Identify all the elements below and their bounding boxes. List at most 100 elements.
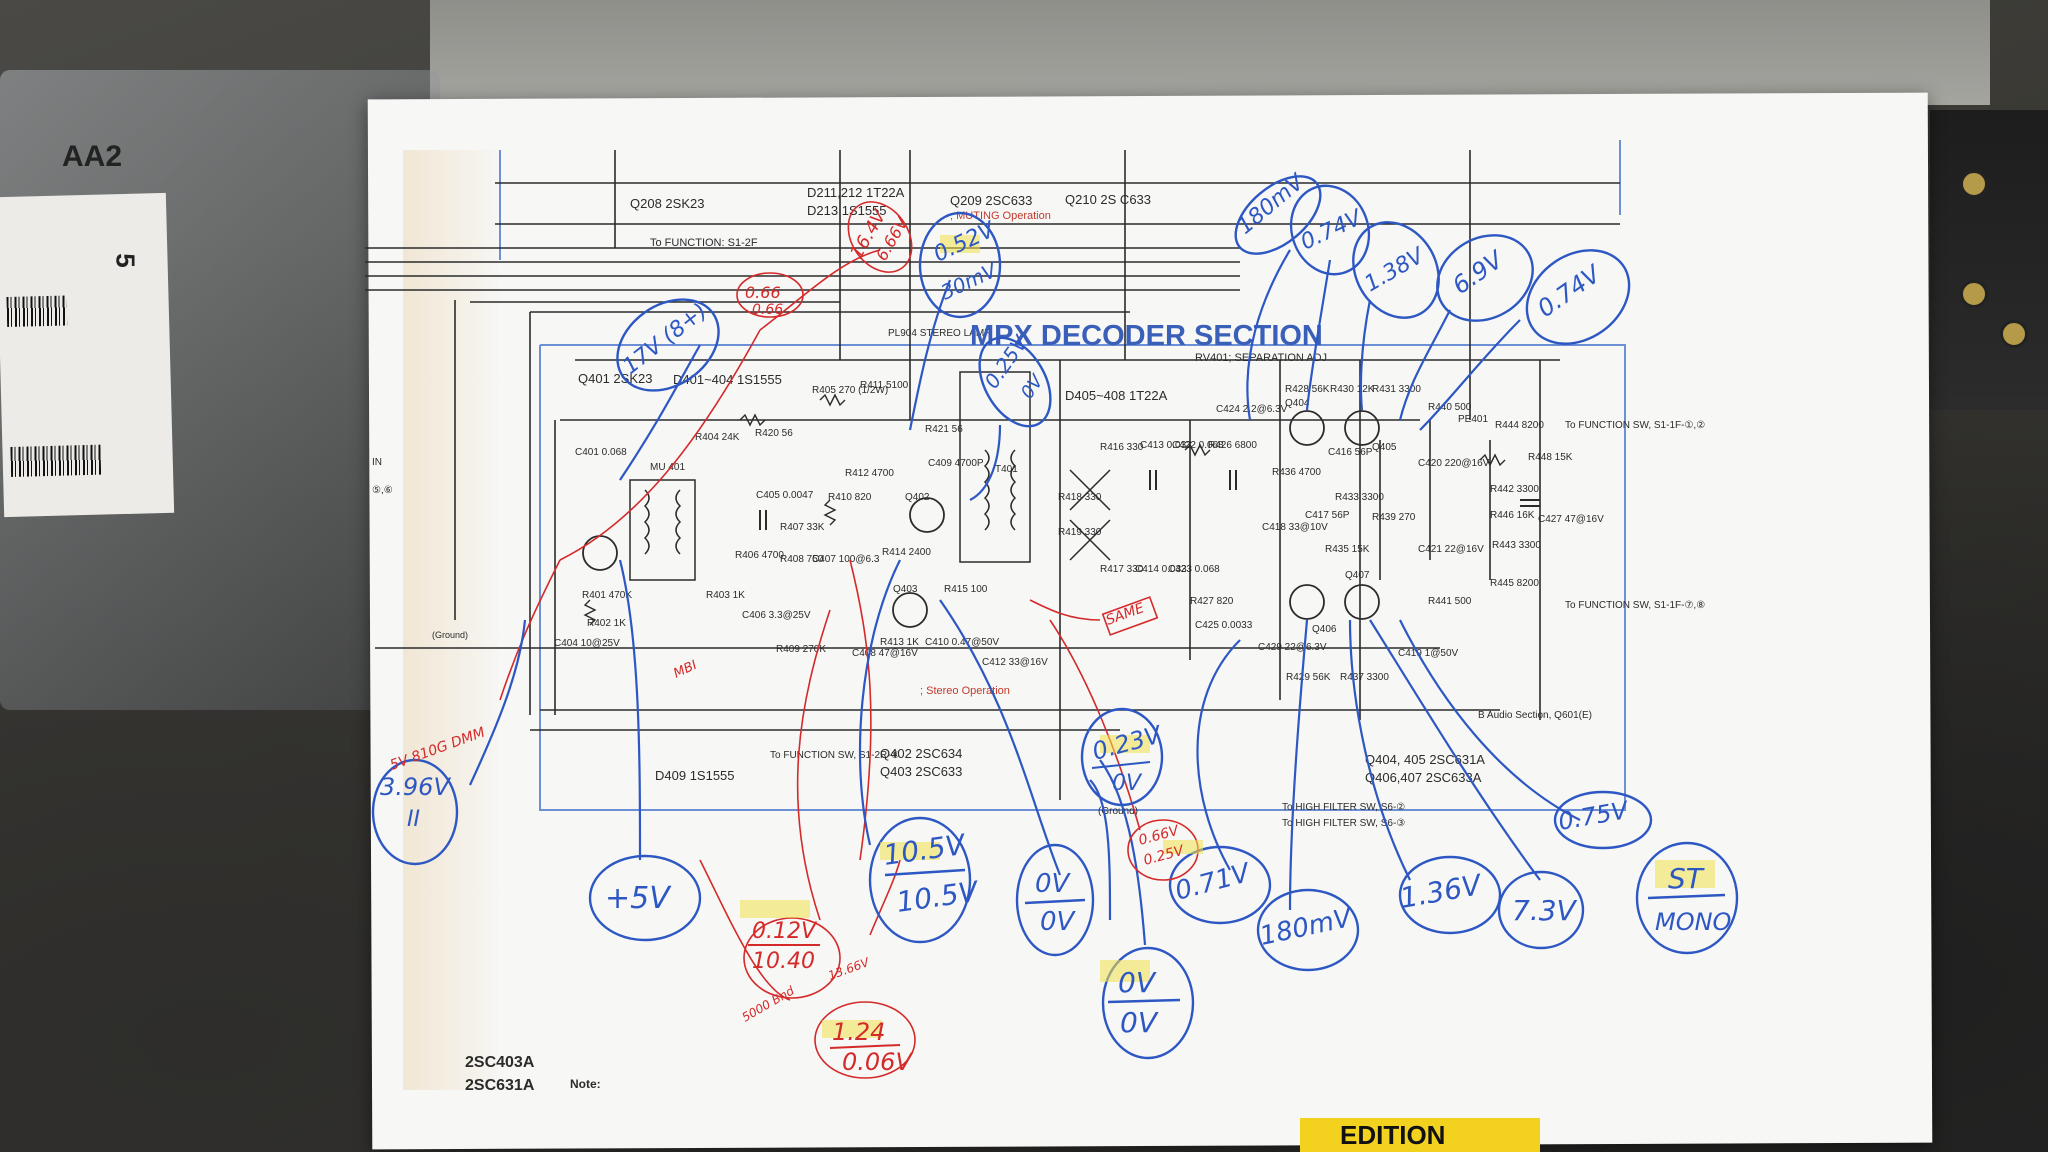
jack-icon	[2000, 320, 2028, 348]
r427-label: R427 820	[1190, 596, 1234, 607]
c421-label: C421 22@16V	[1418, 544, 1484, 555]
fraction-line	[1091, 761, 1151, 769]
q406-mark: Q406	[1312, 624, 1337, 635]
r445-label: R445 8200	[1490, 578, 1539, 589]
paper-stain	[403, 150, 498, 1090]
bus-lines	[365, 150, 1620, 800]
mbi-note: MBI	[671, 658, 699, 682]
reading-138v: 1.38V	[1361, 243, 1431, 298]
jack-icon	[1960, 170, 1988, 198]
d401-label: D401~404 1S1555	[673, 372, 782, 387]
reading-180mv-top: 180mV	[1233, 169, 1311, 240]
r405-label: R405 270 (1/2W)	[812, 385, 888, 396]
q402-mark: Q402	[905, 492, 930, 503]
section-border	[499, 140, 1626, 811]
reading-1366v: 13.66V	[826, 955, 872, 983]
reading-0v-b: 0V	[1112, 771, 1143, 796]
c414-label: C414 0.033	[1135, 564, 1187, 575]
blue-bubbles	[371, 175, 1739, 1060]
r439-label: R439 270	[1372, 512, 1416, 523]
c423-label: C423 0.068	[1168, 564, 1220, 575]
r410-label: R410 820	[828, 492, 872, 503]
printed-labels: Q208 2SK23 D211,212 1T22A D213 1S1555 Q2…	[372, 185, 1705, 829]
r446-label: R446 16K	[1490, 510, 1535, 521]
c425-label: C425 0.0033	[1195, 620, 1253, 631]
to-function-2r: To FUNCTION SW, S1-2R-⑧	[770, 750, 900, 761]
resistor-symbols	[583, 393, 1506, 626]
reading-1040: 10.40	[752, 949, 815, 974]
reading-124: 1.24	[832, 1018, 885, 1046]
sticker-code: AA2	[62, 140, 123, 173]
r413-label: R413 1K	[880, 637, 919, 648]
c416-label: C416 56P	[1328, 447, 1373, 458]
q404-label: Q404, 405 2SC631A	[1365, 752, 1485, 767]
st-label: ST	[1668, 862, 1705, 895]
transistor-symbols	[582, 410, 1380, 628]
c418-label: C418 33@10V	[1262, 522, 1328, 533]
r401-label: R401 470K	[582, 590, 632, 601]
q402-label: Q402 2SC634	[880, 746, 962, 761]
c404-label: C404 10@25V	[554, 638, 620, 649]
c408-label: C408 47@16V	[852, 648, 918, 659]
footer-note: Note:	[570, 1077, 601, 1091]
reading-023v: 0.23V	[1089, 720, 1165, 766]
r419-label: R419 330	[1058, 527, 1102, 538]
r443-label: R443 3300	[1492, 540, 1541, 551]
r442-label: R442 3300	[1490, 484, 1539, 495]
yellow-book	[1300, 1118, 1540, 1152]
r431-label: R431 3300	[1372, 384, 1421, 395]
c409-label: C409 4700P	[928, 458, 984, 469]
mu401-label: MU 401	[650, 462, 685, 473]
high-filter-1: To HIGH FILTER SW, S6-②	[1282, 802, 1405, 813]
r420-label: R420 56	[755, 428, 793, 439]
reading-69v: 6.9V	[1447, 245, 1509, 300]
reading-396v: 3.96V	[380, 773, 451, 801]
reading-73v: 7.3V	[1512, 894, 1578, 927]
r441-label: R441 500	[1428, 596, 1472, 607]
r430-label: R430 12K	[1330, 384, 1375, 395]
c405-label: C405 0.0047	[756, 490, 814, 501]
q407-mark: Q407	[1345, 570, 1370, 581]
r433-label: R433 3300	[1335, 492, 1384, 503]
reading-006v: 0.06V	[842, 1048, 913, 1076]
r416-label: R416 330	[1100, 442, 1144, 453]
c410-label: C410 0.47@50V	[925, 637, 999, 648]
left-circle-label: ⑤,⑥	[372, 485, 393, 496]
fraction-line	[829, 1044, 901, 1049]
mono-label: MONO	[1655, 908, 1731, 936]
div-note: 5000 Bnd	[740, 983, 797, 1024]
fraction-line	[884, 868, 966, 877]
c419-label: C419 1@50V	[1398, 648, 1459, 659]
r408-label: R408 750	[780, 554, 824, 565]
red-probe-lines	[499, 249, 1141, 1001]
r435-label: R435 15K	[1325, 544, 1370, 555]
fraction-line	[1647, 893, 1726, 900]
d213-label: D213 1S1555	[807, 203, 887, 218]
reading-074v-b: 0.74V	[1532, 259, 1607, 323]
reading-0v-pair-top: 0V	[1035, 869, 1072, 899]
r444-label: R444 8200	[1495, 420, 1544, 431]
r436-label: R436 4700	[1272, 467, 1321, 478]
in-label: IN	[372, 457, 382, 468]
reading-plus-5v: +5V	[605, 881, 672, 916]
d409-label: D409 1S1555	[655, 768, 735, 783]
reading-0v-c-top: 0V	[1118, 966, 1157, 999]
c401-label: C401 0.068	[575, 447, 627, 458]
r402-label: R402 1K	[587, 618, 626, 629]
q208-label: Q208 2SK23	[630, 196, 704, 211]
reading-17v: 17V (8+)	[618, 299, 712, 380]
q404-mark: Q404	[1285, 398, 1310, 409]
r403-label: R403 1K	[706, 590, 745, 601]
q210-label: Q210 2S C633	[1065, 192, 1151, 207]
footer-line1: 2SC403A	[465, 1054, 535, 1071]
reading-012v: 0.12V	[752, 919, 818, 944]
q209-label: Q209 2SC633	[950, 193, 1032, 208]
footer-line2: 2SC631A	[465, 1077, 535, 1094]
fraction-line	[1107, 998, 1181, 1004]
r440-label: R440 500	[1428, 402, 1472, 413]
c427-label: C427 47@16V	[1538, 514, 1604, 525]
section-title: MPX DECODER SECTION	[970, 320, 1323, 352]
c424-label: C424 2.2@6.3V	[1216, 404, 1288, 415]
reading-105v-bot: 10.5V	[894, 875, 981, 919]
jack-icon	[1960, 280, 1988, 308]
